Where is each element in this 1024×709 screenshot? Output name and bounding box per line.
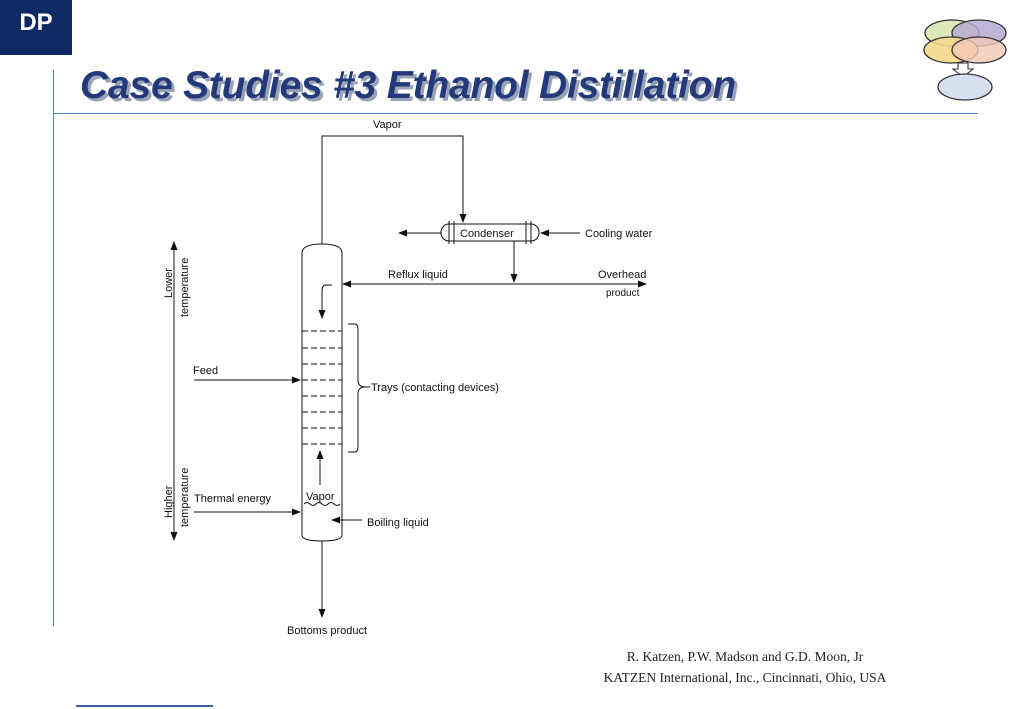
condenser-label: Condenser <box>460 228 514 240</box>
logo-ellipse-pink <box>951 36 1007 64</box>
lower-label: Lower <box>163 268 175 298</box>
boiling-liquid-surface <box>303 502 341 506</box>
vapor-bottom-label: Vapor <box>306 491 335 503</box>
dp-badge: DP <box>0 0 72 55</box>
logo-ellipse-blue <box>937 73 993 101</box>
credits-organization: KATZEN International, Inc., Cincinnati, … <box>603 670 887 685</box>
venn-logo-icon <box>923 19 1007 101</box>
credits: R. Katzen, P.W. Madson and G.D. Moon, Jr… <box>560 646 930 688</box>
feed-label: Feed <box>193 365 218 377</box>
dp-badge-label: DP <box>19 9 53 36</box>
left-rule <box>53 70 54 626</box>
credits-authors: R. Katzen, P.W. Madson and G.D. Moon, Jr <box>626 649 864 664</box>
vapor-top-label: Vapor <box>373 119 402 131</box>
overhead-label: Overhead <box>598 269 646 281</box>
product-label: product <box>606 288 640 299</box>
trays <box>302 330 342 445</box>
thermal-energy-label: Thermal energy <box>194 493 272 505</box>
slide-title: Case Studies #3 Ethanol Distillation <box>80 64 736 107</box>
higher-label: Higher <box>163 485 175 518</box>
boiling-liquid-label: Boiling liquid <box>367 517 429 529</box>
reflux-inner-arrow <box>318 284 332 319</box>
title-rule <box>53 113 978 114</box>
footer-rule <box>76 705 213 707</box>
reflux-liquid-label: Reflux liquid <box>388 269 448 281</box>
lower-temperature-label: temperature <box>179 258 191 317</box>
trays-brace <box>348 323 366 453</box>
bottoms-product-label: Bottoms product <box>287 625 367 637</box>
distillation-column <box>301 243 343 542</box>
logo-arrow <box>951 62 975 78</box>
cooling-water-label: Cooling water <box>585 228 653 240</box>
vapor-line <box>321 135 467 244</box>
higher-temperature-label: temperature <box>179 468 191 527</box>
trays-label: Trays (contacting devices) <box>371 382 499 394</box>
